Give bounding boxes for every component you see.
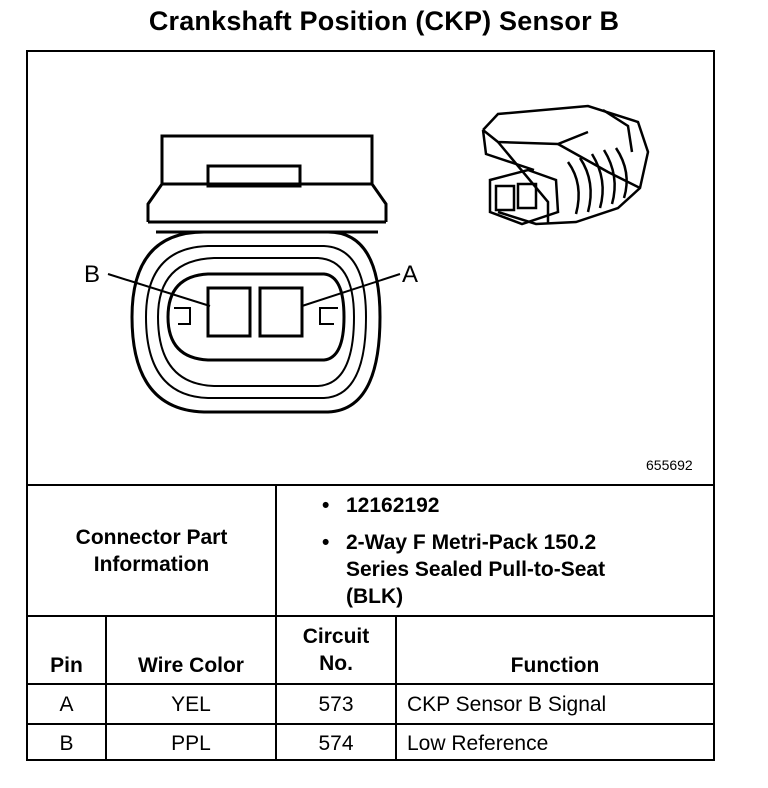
table-cell-pin: B	[59, 731, 74, 755]
table-cell-function: Low Reference	[407, 731, 549, 755]
divider	[28, 484, 713, 486]
divider	[105, 616, 107, 761]
divider	[28, 683, 713, 685]
header-wire-color: Wire Color	[138, 654, 244, 677]
divider	[28, 723, 713, 725]
divider	[395, 616, 397, 761]
table-cell-circuit: 574	[318, 731, 354, 755]
part-number: 12162192	[318, 492, 616, 519]
header-circuit-no: Circuit No.	[302, 625, 370, 675]
pin-callout-b: B	[84, 261, 100, 288]
pin-callout-a: A	[402, 261, 418, 288]
table-cell-function: CKP Sensor B Signal	[407, 692, 607, 716]
table-cell-wire-color: PPL	[171, 731, 211, 755]
table-cell-pin: A	[59, 692, 74, 716]
table-cell-wire-color: YEL	[171, 692, 211, 716]
connector-diagram: B A	[84, 104, 650, 414]
figure-number: 655692	[646, 457, 693, 473]
divider	[28, 615, 713, 617]
connector-description: 2-Way F Metri-Pack 150.2 Series Sealed P…	[318, 529, 616, 610]
header-function: Function	[510, 654, 600, 677]
table-cell-circuit: 573	[318, 692, 354, 716]
page-title: Crankshaft Position (CKP) Sensor B	[148, 6, 620, 36]
divider	[275, 485, 277, 761]
connector-info-list: 12162192 2-Way F Metri-Pack 150.2 Series…	[318, 492, 616, 620]
connector-info-label: Connector Part Information	[75, 525, 228, 576]
header-pin: Pin	[50, 654, 83, 677]
connector-perspective-icon	[481, 104, 650, 226]
connector-table-frame: B A 655692 Connector Part Information	[26, 50, 715, 761]
